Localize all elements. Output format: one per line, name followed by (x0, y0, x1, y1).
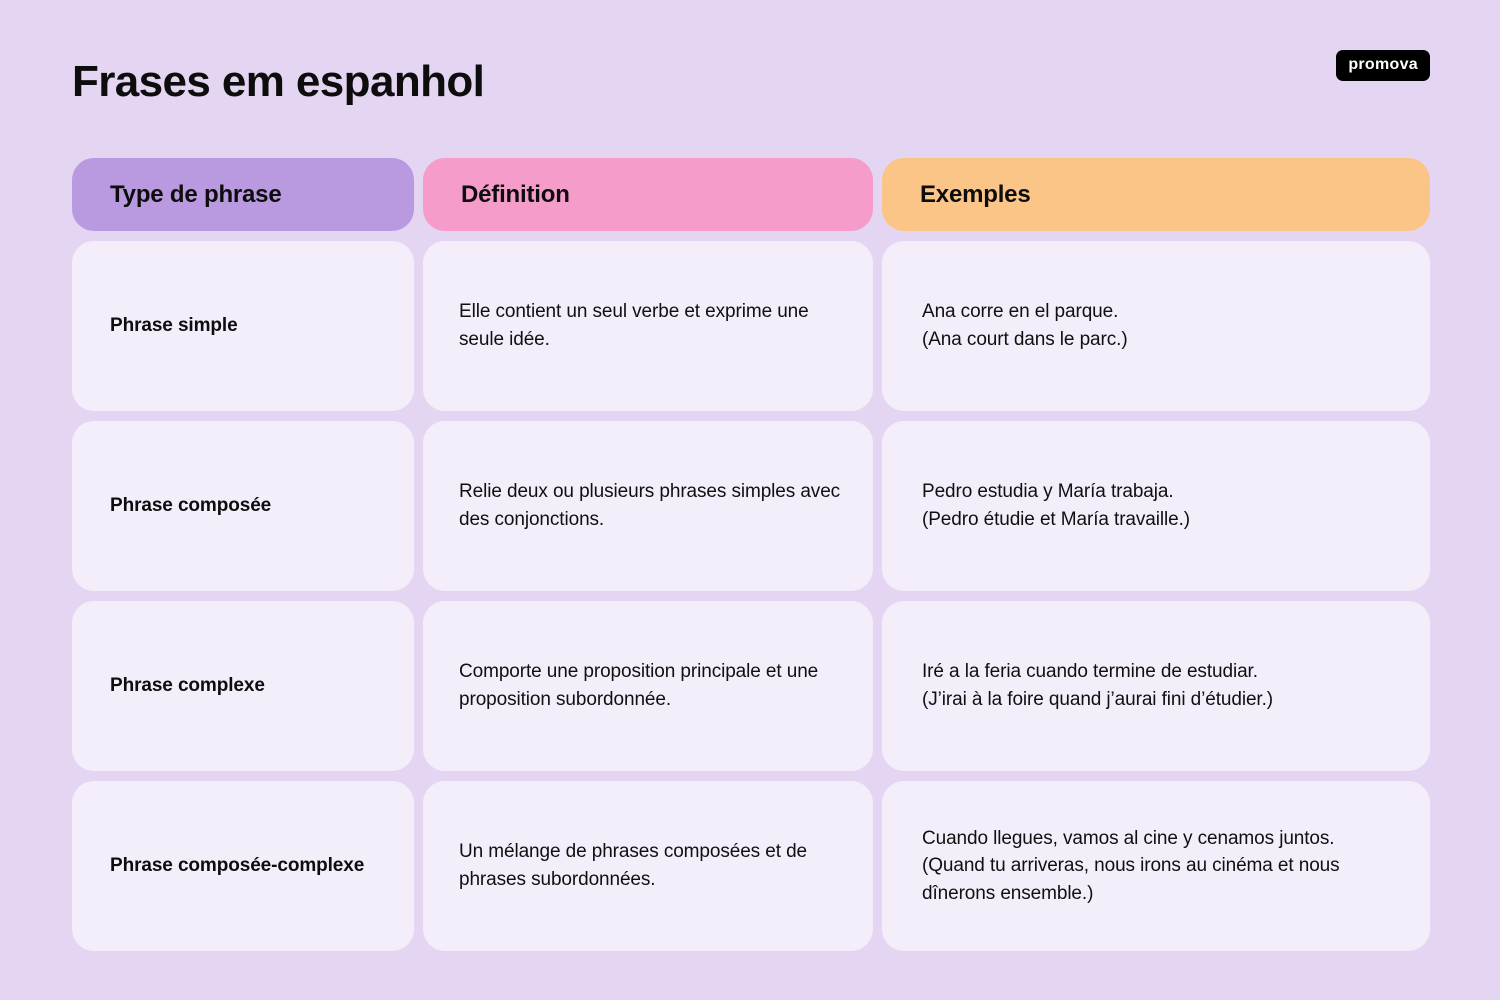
column-header-type: Type de phrase (72, 158, 414, 231)
cell-type-label: Phrase composée (110, 495, 272, 517)
cell-type: Phrase composée-complexe (72, 781, 414, 951)
promova-logo: promova (1336, 50, 1430, 81)
cell-definition: Relie deux ou plusieurs phrases simples … (423, 421, 873, 591)
cell-definition: Un mélange de phrases composées et de ph… (423, 781, 873, 951)
cell-examples-text: Cuando llegues, vamos al cine y cenamos … (922, 827, 1340, 904)
cell-type: Phrase composée (72, 421, 414, 591)
cell-examples-text: Ana corre en el parque. (Ana court dans … (922, 301, 1128, 350)
cell-definition-text: Un mélange de phrases composées et de ph… (459, 841, 808, 890)
cell-type-label: Phrase simple (110, 315, 238, 337)
cell-examples-text: Pedro estudia y María trabaja. (Pedro ét… (922, 481, 1190, 530)
table-row: Phrase complexe Comporte une proposition… (72, 601, 1430, 771)
cell-definition: Comporte une proposition principale et u… (423, 601, 873, 771)
cell-type-label: Phrase complexe (110, 675, 265, 697)
sentence-types-table: Type de phrase Définition Exemples Phras… (72, 158, 1430, 951)
cell-examples: Ana corre en el parque. (Ana court dans … (882, 241, 1430, 411)
table-row: Phrase simple Elle contient un seul verb… (72, 241, 1430, 411)
cell-definition: Elle contient un seul verbe et exprime u… (423, 241, 873, 411)
cell-type: Phrase simple (72, 241, 414, 411)
cell-definition-text: Relie deux ou plusieurs phrases simples … (459, 481, 841, 530)
cell-examples: Pedro estudia y María trabaja. (Pedro ét… (882, 421, 1430, 591)
page-title: Frases em espanhol (72, 57, 485, 106)
column-header-examples: Exemples (882, 158, 1430, 231)
cell-definition-text: Comporte une proposition principale et u… (459, 661, 819, 710)
cell-type-label: Phrase composée-complexe (110, 855, 365, 877)
column-header-definition: Définition (423, 158, 873, 231)
cell-definition-text: Elle contient un seul verbe et exprime u… (459, 301, 809, 350)
cell-examples: Iré a la feria cuando termine de estudia… (882, 601, 1430, 771)
table-header-row: Type de phrase Définition Exemples (72, 158, 1430, 231)
table-row: Phrase composée-complexe Un mélange de p… (72, 781, 1430, 951)
table-row: Phrase composée Relie deux ou plusieurs … (72, 421, 1430, 591)
cell-type: Phrase complexe (72, 601, 414, 771)
cell-examples-text: Iré a la feria cuando termine de estudia… (922, 661, 1274, 710)
cell-examples: Cuando llegues, vamos al cine y cenamos … (882, 781, 1430, 951)
